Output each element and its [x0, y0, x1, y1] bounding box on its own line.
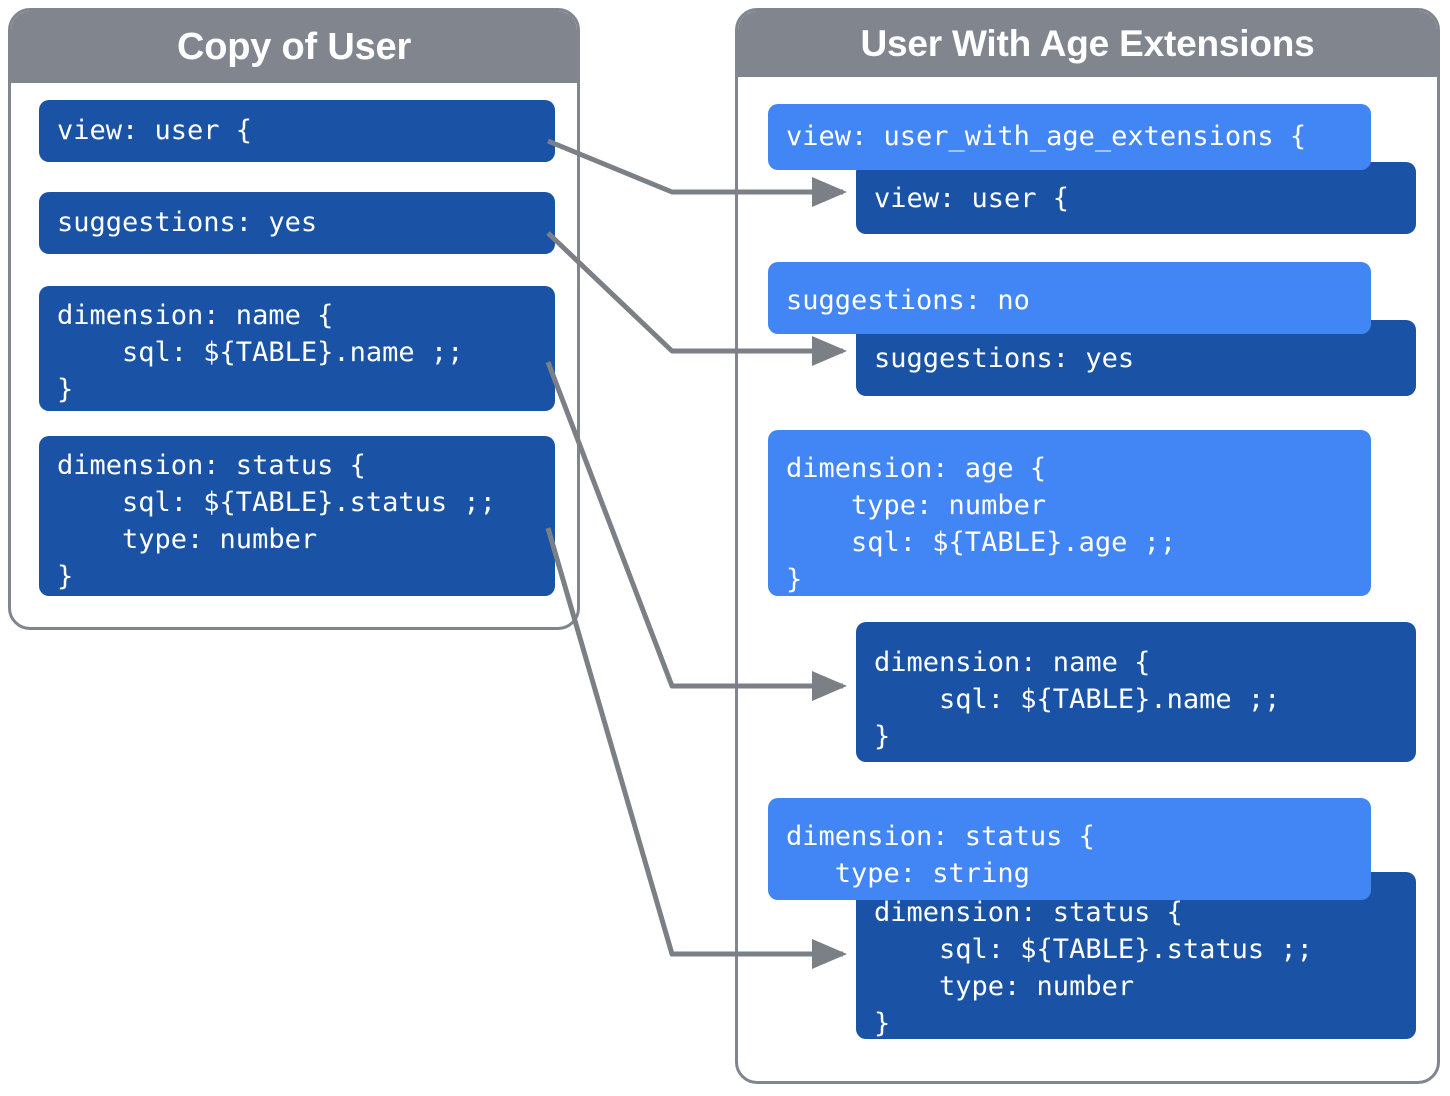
right-block-dimension-status-override: dimension: status { type: string	[768, 798, 1371, 900]
left-block-suggestions: suggestions: yes	[39, 192, 555, 254]
panel-right-title: User With Age Extensions	[738, 11, 1437, 77]
left-block-view: view: user {	[39, 100, 555, 162]
right-block-view-extension: view: user_with_age_extensions {	[768, 104, 1371, 170]
panel-user-with-age-extensions: User With Age Extensions view: user_with…	[735, 8, 1440, 1084]
panel-left-title: Copy of User	[11, 11, 577, 83]
panel-copy-of-user: Copy of User view: user { suggestions: y…	[8, 8, 580, 630]
right-block-dimension-age: dimension: age { type: number sql: ${TAB…	[768, 430, 1371, 596]
right-block-view-user: view: user {	[856, 162, 1416, 234]
right-block-suggestions-no: suggestions: no	[768, 262, 1371, 334]
left-block-dimension-status: dimension: status { sql: ${TABLE}.status…	[39, 436, 555, 596]
left-block-dimension-name: dimension: name { sql: ${TABLE}.name ;; …	[39, 286, 555, 411]
right-block-dimension-name: dimension: name { sql: ${TABLE}.name ;; …	[856, 622, 1416, 762]
